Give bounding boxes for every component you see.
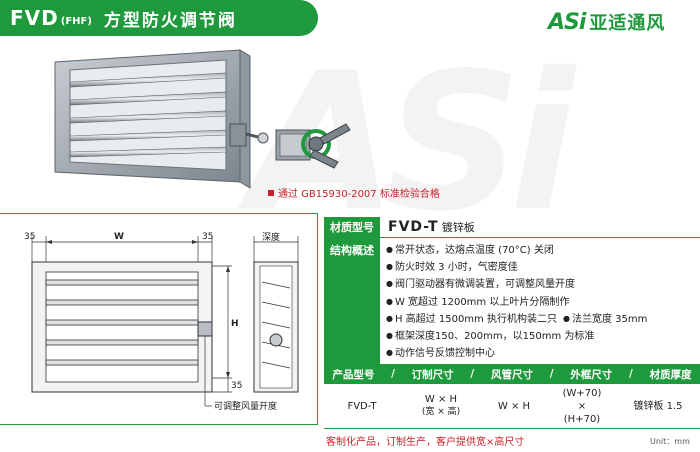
col-duct-size: 风管尺寸 [490, 368, 533, 381]
brand-logo: ASi 亚适通风 [548, 8, 665, 36]
feature-item: H 高超过 1500mm 执行机构装二只法兰宽度 35mm [386, 311, 700, 328]
feature-text: H 高超过 1500mm 执行机构装二只 [394, 313, 557, 325]
certification-note: 通过 GB15930-2007 标准检验合格 [268, 185, 440, 200]
features-row: 结构概述 常开状态，达熔点温度 (70°C) 关闭 防火时效 3 小时，气密度佳… [324, 237, 700, 366]
feature-item: 阀门驱动器有微调装置，可调整风量开度 [386, 276, 700, 293]
col-model: 产品型号 [332, 368, 375, 381]
dim-width: W [114, 232, 124, 242]
cell-custom-size: W × H (宽 × 高) [400, 393, 482, 419]
frame-height: (H+70) [563, 413, 601, 425]
material-label: 材质型号 [324, 217, 380, 238]
product-subcode: (FHF) [60, 15, 92, 27]
feature-item: W 宽超过 1200mm 以上叶片分隔制作 [386, 294, 700, 311]
col-thickness: 材质厚度 [649, 368, 692, 381]
product-table-header: 产品型号 / 订制尺寸 / 风管尺寸 / 外框尺寸 / 材质厚度 [324, 364, 700, 384]
custom-order-note: 客制化产品，订制生产，客户提供宽×高尺寸 [326, 437, 525, 448]
depth-label: 深度 [262, 231, 280, 243]
blade-group [69, 72, 227, 158]
custom-size-note: (宽 × 高) [421, 407, 461, 417]
feature-inline: 法兰宽度 35mm [563, 314, 647, 325]
title-banner: FVD (FHF) 方型防火调节阀 [0, 0, 318, 36]
cell-duct-size: W × H [497, 400, 531, 412]
product-name: 方型防火调节阀 [103, 10, 237, 31]
actuator-closeup [275, 123, 351, 169]
frame-times: × [577, 400, 587, 412]
product-code: FVD [10, 6, 59, 30]
custom-size-value: W × H [424, 394, 458, 405]
material-desc: 镀锌板 [441, 221, 475, 234]
feature-item: 框架深度150、200mm，以150mm 为标准 [386, 328, 700, 345]
dim-bottom: 35 [231, 381, 242, 391]
bullet-square-icon [268, 190, 274, 196]
cell-thickness: 镀锌板 1.5 [633, 400, 683, 412]
col-separator: / [391, 368, 395, 380]
spec-table: 材质型号 FVD-T 镀锌板 结构概述 常开状态，达熔点温度 (70°C) 关闭… [324, 217, 700, 366]
product-row: FVD-T W × H (宽 × 高) W × H (W+70) × (H+70… [324, 384, 700, 429]
dim-right: 35 [202, 232, 213, 242]
certification-text: 通过 GB15930-2007 标准检验合格 [278, 189, 440, 200]
technical-drawing: 35 W 35 H 35 可调整风量开度 深度 [24, 231, 299, 412]
feature-item: 常开状态，达熔点温度 (70°C) 关闭 [386, 242, 700, 259]
col-separator: / [470, 368, 475, 380]
frame-width: (W+70) [562, 387, 602, 399]
feature-list: 常开状态，达熔点温度 (70°C) 关闭 防火时效 3 小时，气密度佳 阀门驱动… [380, 238, 700, 365]
material-row: 材质型号 FVD-T 镀锌板 [324, 217, 700, 238]
logo-name: 亚适通风 [589, 13, 666, 34]
logo-mark: ASi [548, 9, 586, 35]
dim-height: H [231, 319, 239, 329]
product-illustration [54, 49, 269, 189]
drawing-frame [0, 213, 318, 425]
col-custom-size: 订制尺寸 [411, 368, 454, 381]
col-separator: / [549, 368, 554, 380]
feature-item: 动作信号反馈控制中心 [386, 345, 700, 362]
cell-frame-size: (W+70) × (H+70) [546, 387, 618, 426]
unit-note: Unit：mm [650, 437, 690, 446]
features-label: 结构概述 [324, 237, 380, 366]
col-separator: / [629, 368, 633, 380]
material-value: FVD-T 镀锌板 [380, 217, 700, 238]
dim-left: 35 [24, 232, 35, 242]
material-code: FVD-T [388, 219, 439, 235]
feature-item: 防火时效 3 小时，气密度佳 [386, 259, 700, 276]
adjustment-callout: 可调整风量开度 [214, 400, 277, 412]
cell-model: FVD-T [347, 400, 377, 412]
col-frame-size: 外框尺寸 [570, 368, 613, 381]
